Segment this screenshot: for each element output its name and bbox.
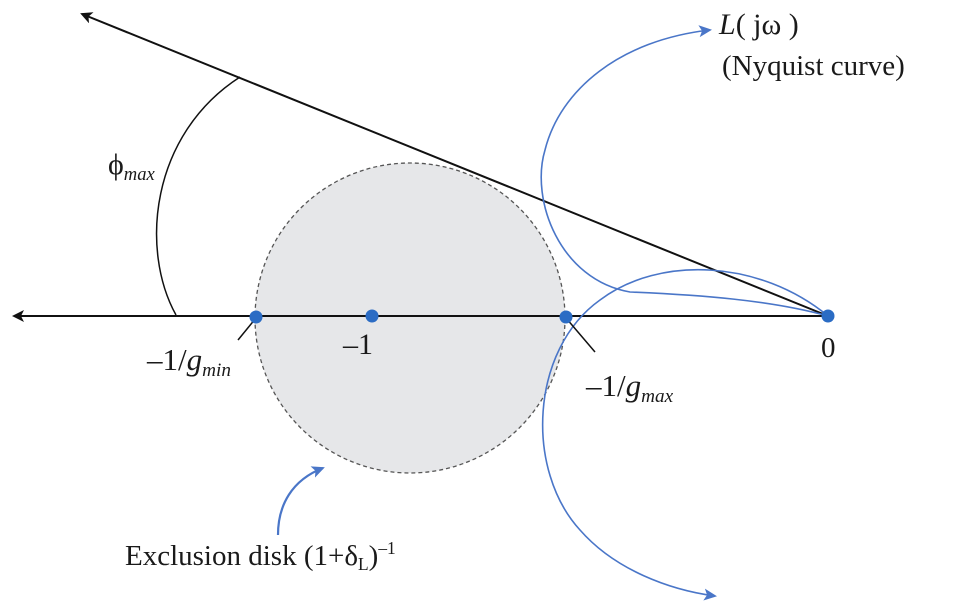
disk-close: )	[368, 539, 379, 572]
gmax-label: –1/gmax	[586, 370, 673, 406]
curve-description-label: (Nyquist curve)	[722, 50, 905, 82]
curve-name-label: L( jω )	[719, 10, 799, 40]
gmin-prefix: –1/	[147, 342, 187, 377]
phi-sub: max	[123, 163, 155, 185]
point-minus-1-over-gmin	[249, 310, 263, 324]
minus-one-label: –1	[343, 328, 373, 361]
nyquist-curve-lower	[541, 268, 829, 601]
phi-max-arc	[155, 76, 241, 316]
phi-max-label: ϕmax	[108, 150, 155, 185]
disk-sup: –1	[378, 538, 396, 558]
gmax-sub: max	[641, 386, 674, 408]
curve-fn: L	[719, 8, 736, 41]
gmin-sub: min	[202, 360, 231, 382]
origin-label: 0	[821, 332, 836, 364]
gmax-leader-line	[565, 317, 596, 353]
sector-line	[80, 12, 829, 317]
phi-symbol: ϕ	[108, 148, 124, 181]
point-minus-1	[365, 309, 379, 323]
point-minus-1-over-gmax	[559, 310, 573, 324]
exclusion-disk	[254, 162, 566, 474]
gmax-g: g	[625, 368, 642, 403]
nyquist-curve-upper	[540, 25, 829, 317]
exclusion-disk-label: Exclusion disk (1+δL)–1	[125, 538, 396, 574]
disk-sub: L	[358, 554, 369, 574]
disk-prefix: Exclusion disk (1+δ	[125, 539, 359, 572]
gmax-prefix: –1/	[586, 368, 626, 403]
disk-pointer-arrow	[276, 466, 325, 536]
gmin-g: g	[186, 342, 203, 377]
curve-arg: ( jω )	[735, 8, 799, 41]
gmin-label: –1/gmin	[147, 344, 231, 380]
point-origin	[821, 309, 835, 323]
